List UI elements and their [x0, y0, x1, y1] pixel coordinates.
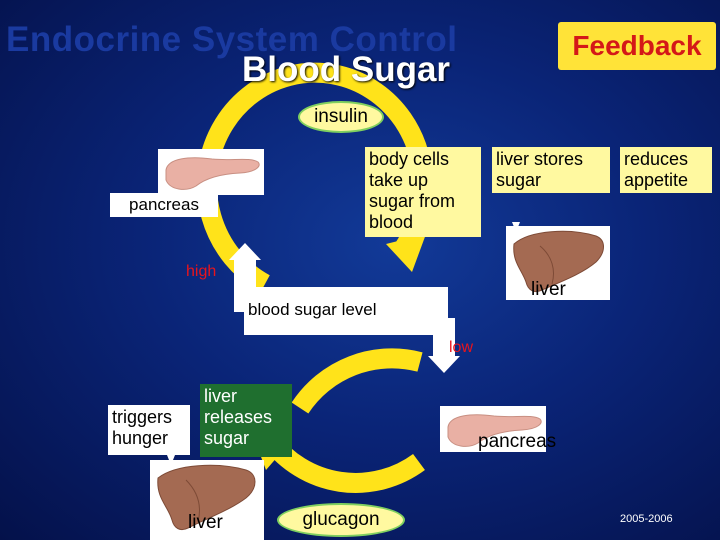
effect-liver-releases: liver releases sugar	[200, 384, 292, 457]
pancreas-label-lower: pancreas	[478, 431, 557, 452]
slide-title: Blood Sugar	[242, 50, 451, 89]
pancreas-icon-lower	[440, 406, 546, 452]
feedback-badge: Feedback	[558, 22, 716, 70]
high-label: high	[186, 263, 217, 280]
blood-sugar-level-label: blood sugar level	[244, 287, 448, 335]
low-label: low	[449, 339, 474, 356]
liver-label-lower: liver	[188, 512, 223, 533]
liver-label: liver	[531, 279, 566, 300]
effect-triggers-hunger: triggers hunger	[108, 405, 190, 455]
effect-body-cells: body cells take up sugar from blood	[365, 147, 481, 237]
pancreas-icon	[158, 149, 264, 195]
liver-icon-lower	[150, 460, 264, 540]
glucagon-label: glucagon	[277, 503, 405, 537]
effect-liver-stores: liver stores sugar	[492, 147, 610, 193]
pancreas-label: pancreas	[110, 193, 218, 217]
effect-reduces-appetite: reduces appetite	[620, 147, 712, 193]
slide-title-background: Endocrine System Control	[6, 20, 458, 59]
insulin-label: insulin	[298, 101, 384, 133]
liver-icon	[506, 226, 610, 300]
year-label: 2005-2006	[620, 513, 673, 525]
